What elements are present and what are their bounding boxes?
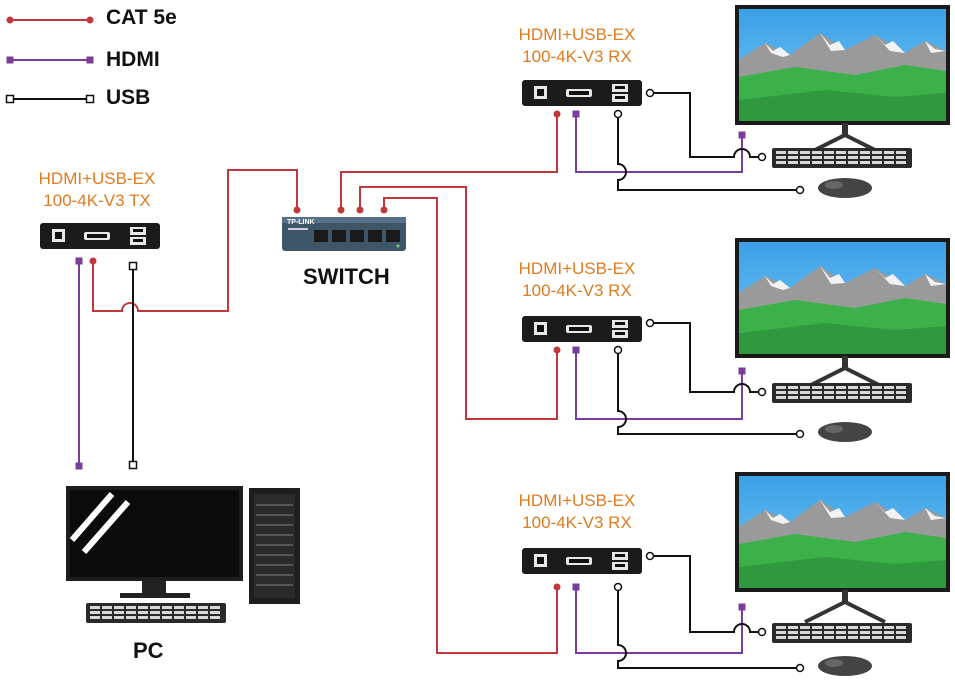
rx3-model-line2: 100-4K-V3 RX xyxy=(522,513,632,532)
tx-model-line2: 100-4K-V3 TX xyxy=(43,191,151,210)
legend-usb-line xyxy=(5,94,95,104)
usb-cables xyxy=(132,92,800,669)
rx1-mouse-icon xyxy=(818,178,872,198)
hdmi-cables xyxy=(78,114,743,654)
rx3-monitor-stand-icon xyxy=(803,588,887,624)
rx2-model-line1: HDMI+USB-EX xyxy=(518,259,636,278)
rx2-workstation xyxy=(735,238,950,442)
legend-cat5e-line xyxy=(6,16,94,24)
switch-label: SWITCH xyxy=(303,264,390,289)
rx3-model-line1: HDMI+USB-EX xyxy=(518,491,636,510)
pc-monitor-icon xyxy=(66,486,243,598)
rx3-model-label: HDMI+USB-EX 100-4K-V3 RX xyxy=(502,490,652,534)
pc-label: PC xyxy=(133,638,164,663)
cat5e-endpoints xyxy=(89,110,561,591)
hdmi-endpoints xyxy=(75,110,746,611)
legend-usb-label: USB xyxy=(106,86,151,109)
rx3-workstation xyxy=(735,472,950,676)
pc-keyboard-icon xyxy=(86,603,226,623)
rx3-keyboard-icon xyxy=(772,623,912,643)
switch-brand-label: TP-LINK xyxy=(287,219,315,226)
cat5e-cables xyxy=(92,114,558,654)
usb-endpoints xyxy=(128,88,805,673)
rx2-mouse-icon xyxy=(818,422,872,442)
legend xyxy=(5,16,95,104)
rx2-model-line2: 100-4K-V3 RX xyxy=(522,281,632,300)
rx3-mouse-icon xyxy=(818,656,872,676)
tx-model-label: HDMI+USB-EX 100-4K-V3 TX xyxy=(22,168,172,212)
rx1-workstation xyxy=(735,5,950,198)
pc-tower-icon xyxy=(249,488,300,604)
rx1-extender-icon xyxy=(522,80,642,106)
rx3-monitor-icon xyxy=(735,472,950,592)
rx3-extender-icon xyxy=(522,548,642,574)
rx1-keyboard-icon xyxy=(772,148,912,168)
rx2-extender-icon xyxy=(522,316,642,342)
rx1-model-line2: 100-4K-V3 RX xyxy=(522,47,632,66)
rx2-model-label: HDMI+USB-EX 100-4K-V3 RX xyxy=(502,258,652,302)
tx-extender-icon xyxy=(40,223,160,249)
tx-model-line1: HDMI+USB-EX xyxy=(38,169,156,188)
rx2-monitor-icon xyxy=(735,238,950,358)
legend-hdmi-label: HDMI xyxy=(106,48,160,71)
legend-cat5e-label: CAT 5e xyxy=(106,6,177,29)
rx1-monitor-icon xyxy=(735,5,950,125)
rx1-model-line1: HDMI+USB-EX xyxy=(518,25,636,44)
rx2-keyboard-icon xyxy=(772,383,912,403)
legend-hdmi-line xyxy=(6,56,94,64)
rx1-model-label: HDMI+USB-EX 100-4K-V3 RX xyxy=(502,24,652,68)
network-switch-icon xyxy=(282,217,406,251)
